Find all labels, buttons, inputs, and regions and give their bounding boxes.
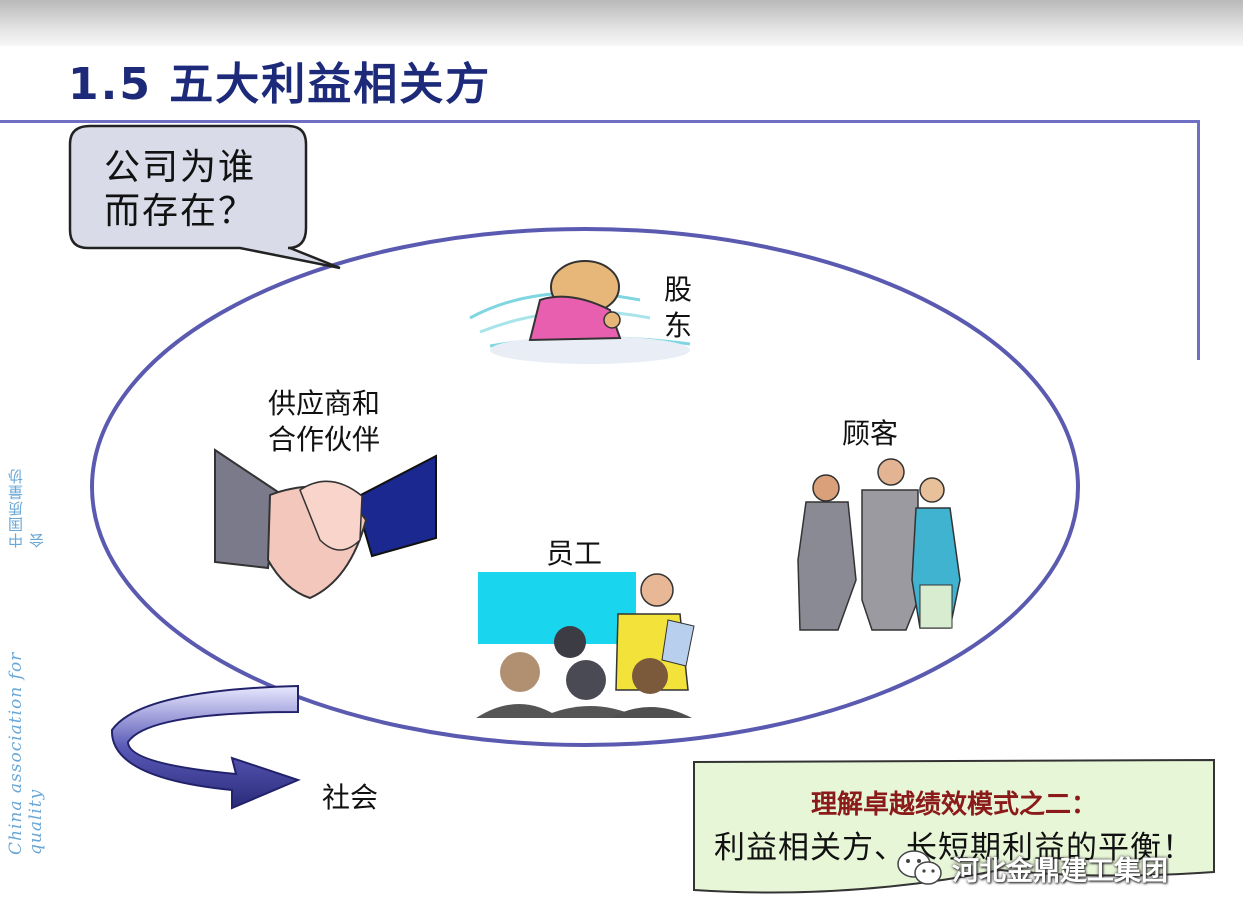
bubble-line-1: 公司为谁 (104, 147, 257, 188)
speech-bubble-text: 公司为谁 而存在？ (104, 146, 256, 234)
callout-content: 理解卓越绩效模式之二： 利益相关方、长短期利益的平衡！ (694, 762, 1214, 886)
handshake-illustration (214, 448, 437, 600)
label-shareholders-line-2: 东 (664, 309, 693, 342)
top-gradient-bar (0, 0, 1243, 46)
society-arrow (110, 684, 301, 810)
callout-box (693, 758, 1215, 894)
label-suppliers-line-2: 合作伙伴 (268, 423, 381, 456)
watermark-text: 河北金鼎建工集团 (952, 855, 1168, 887)
label-employees: 员工 (546, 537, 603, 570)
speech-bubble (68, 124, 341, 270)
label-customers: 顾客 (842, 417, 899, 450)
wechat-icon (897, 850, 942, 885)
stakeholder-ellipse (90, 227, 1080, 747)
employees-illustration (476, 572, 695, 718)
label-suppliers-line-1: 供应商和 (268, 387, 381, 420)
callout-body: 利益相关方、长短期利益的平衡！ (714, 830, 1194, 866)
shareholder-illustration (469, 260, 691, 364)
bubble-line-2: 而存在？ (104, 191, 257, 232)
slide-title: 1.5 五大利益相关方 (68, 59, 492, 110)
frame-border (0, 120, 1200, 360)
label-suppliers: 供应商和 合作伙伴 (268, 386, 380, 458)
label-shareholders: 股 东 (664, 272, 692, 344)
label-society: 社会 (322, 781, 379, 814)
watermark: 河北金鼎建工集团 (896, 846, 1168, 890)
callout-title: 理解卓越绩效模式之二： (810, 790, 1097, 820)
customers-illustration (797, 458, 961, 631)
label-shareholders-line-1: 股 (664, 273, 693, 306)
